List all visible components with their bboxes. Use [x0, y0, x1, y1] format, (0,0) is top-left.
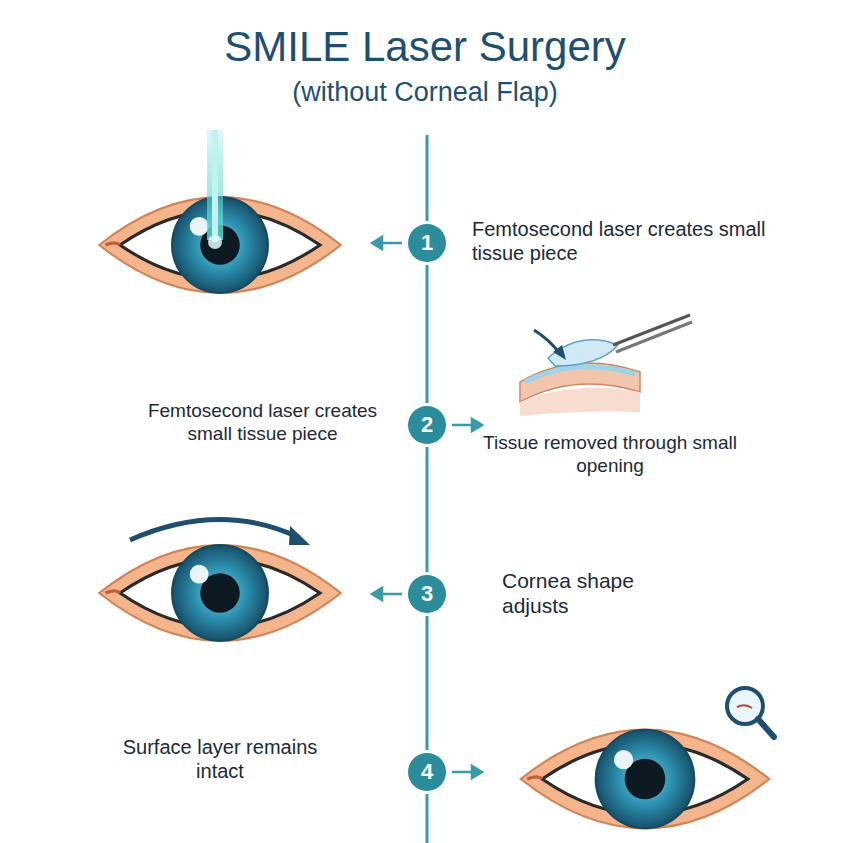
step-label: Femtosecond laser creates small tissue p…	[140, 400, 385, 446]
step-number-circle: 2	[408, 406, 446, 444]
step-label: Cornea shape adjusts	[502, 568, 702, 618]
step-number-circle: 3	[408, 575, 446, 613]
step-label: Femtosecond laser creates small tissue p…	[472, 217, 772, 265]
callout-number: 4	[421, 759, 433, 785]
subtitle: (without Corneal Flap)	[0, 76, 850, 108]
title: SMILE Laser Surgery	[0, 22, 850, 72]
callout-number: 3	[421, 581, 433, 607]
callout-number: 2	[421, 412, 433, 438]
step-number-circle: 1	[408, 224, 446, 262]
step-label: Surface layer remains intact	[120, 735, 320, 783]
step-number-circle: 4	[408, 753, 446, 791]
timeline-connector	[426, 613, 429, 753]
callout-number: 1	[421, 230, 433, 256]
timeline-connector	[426, 262, 429, 406]
timeline-connector	[426, 444, 429, 575]
step-label: Tissue removed through small opening	[480, 432, 740, 478]
